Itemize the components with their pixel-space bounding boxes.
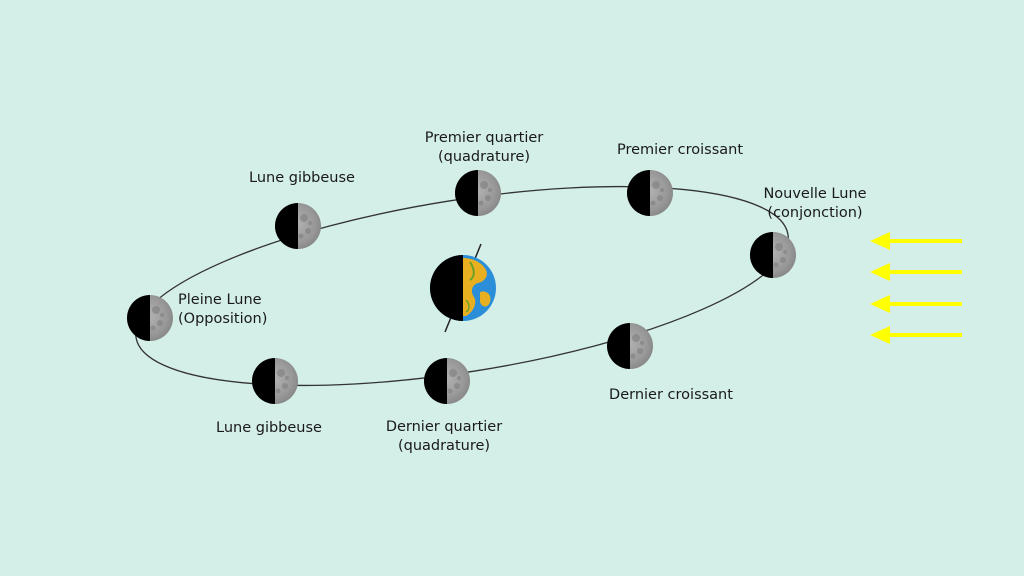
sunlight-arrow-icon [870, 232, 962, 250]
moon-icon [455, 170, 501, 216]
earth-icon [430, 255, 496, 321]
moon-icon [252, 358, 298, 404]
moon-orbit [135, 185, 789, 387]
label-lune-gibbeuse-top: Lune gibbeuse [249, 170, 355, 186]
label-dernier-quartier: Dernier quartier(quadrature) [385, 419, 503, 454]
label-pleine-lune: Pleine Lune(Opposition) [178, 292, 268, 327]
moon-icon [627, 170, 673, 216]
sunlight-arrow-icon [870, 263, 962, 281]
label-premier-croissant: Premier croissant [616, 142, 744, 158]
label-dernier-croissant: Dernier croissant [609, 387, 733, 403]
label-premier-quartier: Premier quartier(quadrature) [424, 130, 544, 165]
sunlight-arrows [870, 232, 962, 344]
label-nouvelle-lune: Nouvelle Lune(conjonction) [763, 186, 867, 221]
moon-icon [750, 232, 796, 278]
sunlight-arrow-icon [870, 295, 962, 313]
label-lune-gibbeuse-bottom: Lune gibbeuse [216, 420, 322, 436]
moon-icon [127, 295, 173, 341]
moon-icon [607, 323, 653, 369]
moon-icon [424, 358, 470, 404]
sunlight-arrow-icon [870, 326, 962, 344]
moon-icon [275, 203, 321, 249]
